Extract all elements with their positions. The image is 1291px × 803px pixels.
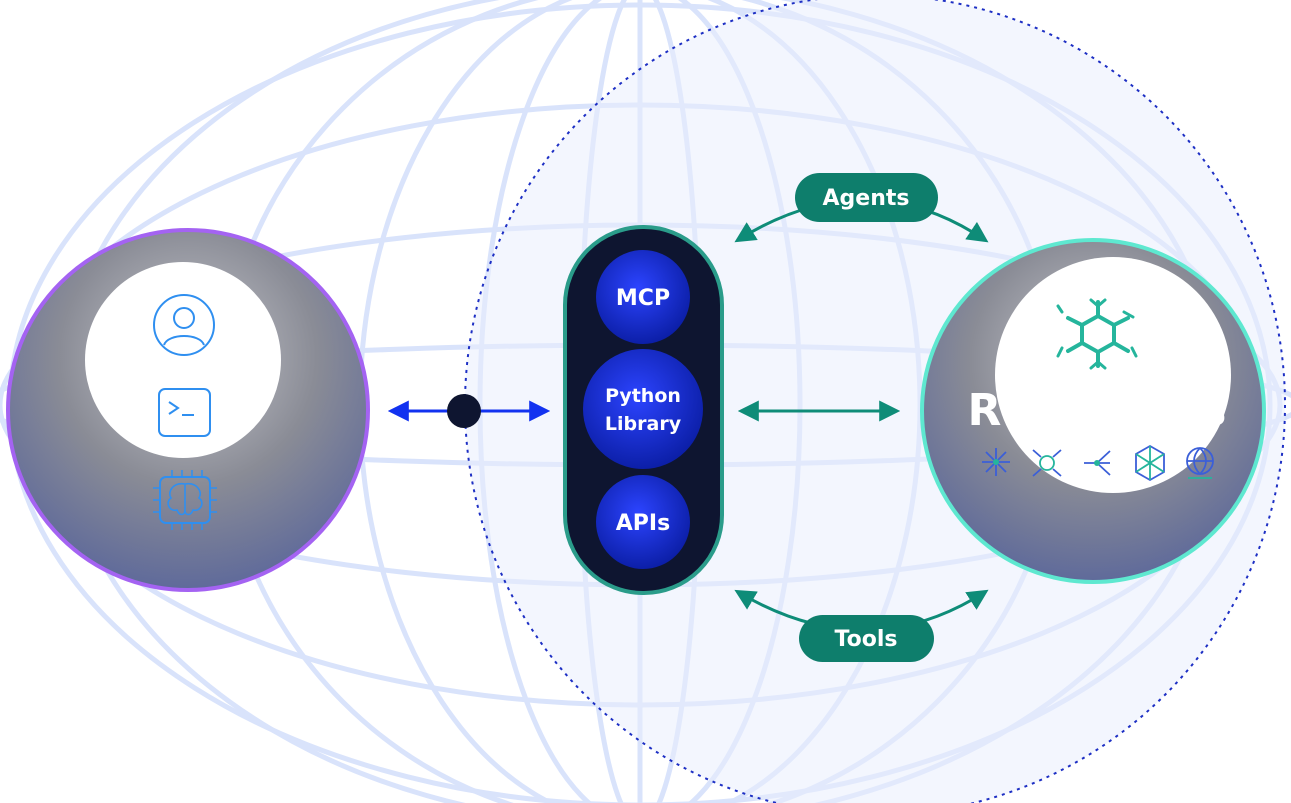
- reasoners-circle: Reasoners: [920, 238, 1266, 584]
- user-icon: [153, 294, 215, 356]
- agents-label: Agents: [823, 186, 910, 211]
- globe-network-icon: [1186, 447, 1214, 479]
- dotted-orbit: [464, 0, 1286, 803]
- reasoners-label: Reasoners: [968, 385, 1227, 436]
- client-hub-connector: [387, 394, 551, 428]
- apis-circle: [596, 475, 690, 569]
- tools-label: Tools: [835, 627, 898, 652]
- reasoner-molecule-icon: [1056, 298, 1138, 370]
- apis-label: APIs: [616, 511, 670, 536]
- agents-pill: [795, 173, 938, 222]
- mcp-label: MCP: [616, 286, 670, 311]
- tools-pill: [799, 615, 934, 662]
- connector-dot: [447, 394, 481, 428]
- python-label: Python: [605, 385, 681, 407]
- mcp-circle: [596, 250, 690, 344]
- python-library-circle: [583, 349, 703, 469]
- client-circle: [6, 228, 370, 592]
- hexagon-mesh-icon: [1135, 444, 1165, 482]
- tools-arc: Tools: [734, 589, 989, 662]
- ai-chip-icon: [153, 470, 217, 530]
- network-branch-icon: [982, 448, 1010, 476]
- node-graph-icon: [1032, 449, 1062, 477]
- library-label: Library: [605, 413, 682, 435]
- terminal-icon: [158, 388, 211, 437]
- hub-stack: MCP Python Library APIs: [563, 225, 724, 595]
- agents-arc: Agents: [734, 173, 989, 243]
- flow-split-icon: [1084, 450, 1111, 476]
